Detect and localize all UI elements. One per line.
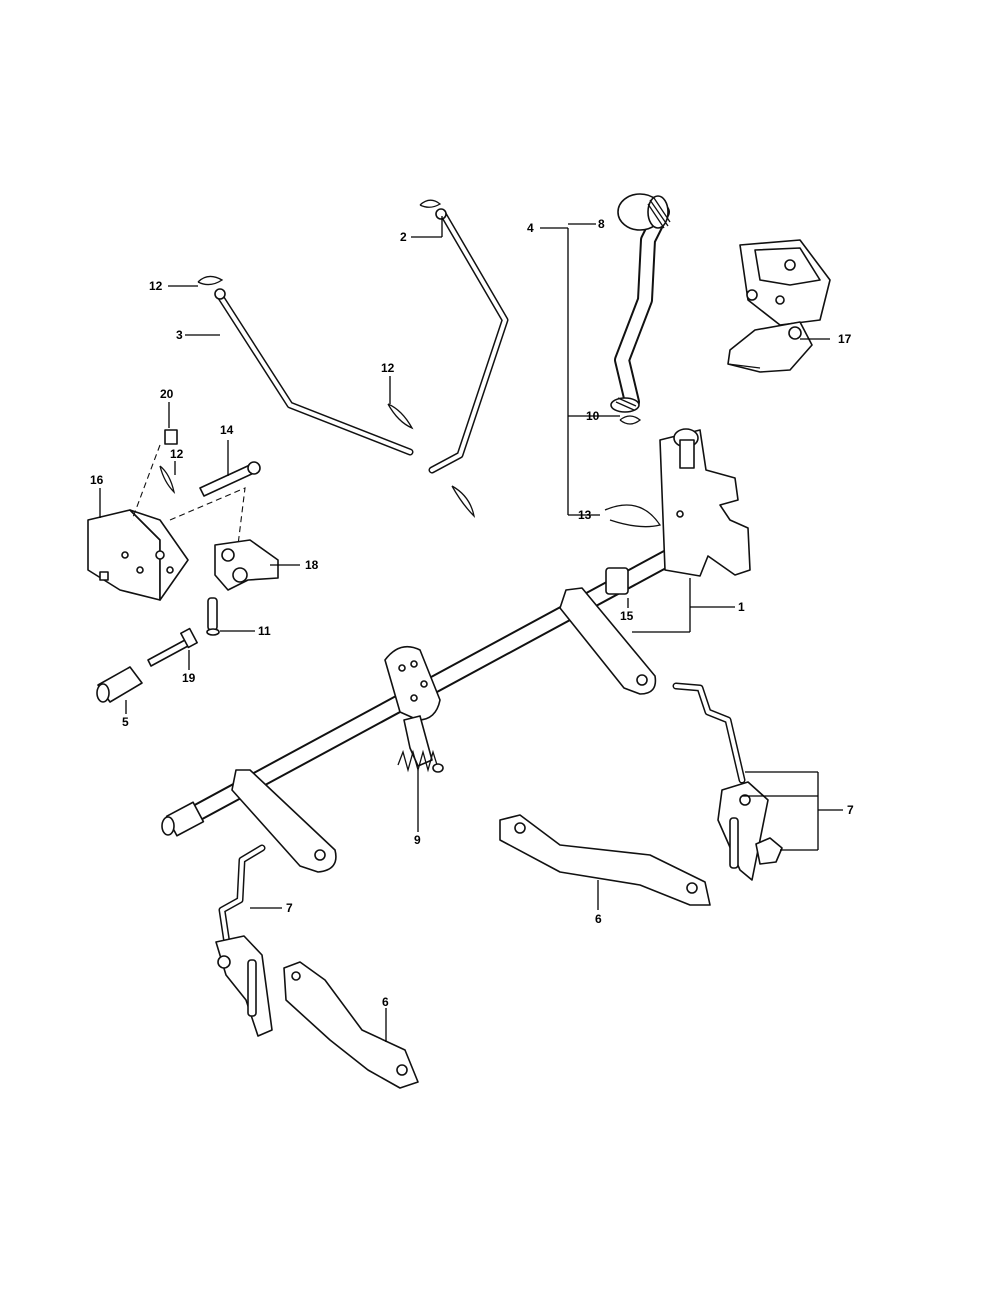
callout-3: 3 (176, 328, 183, 342)
callout-16: 16 (90, 473, 104, 487)
callout-11: 11 (258, 624, 271, 638)
callout-17: 17 (838, 332, 852, 346)
callout-15: 15 (620, 609, 634, 623)
bracket-16 (87, 429, 246, 601)
callout-18: 18 (305, 558, 319, 572)
callout-6-left: 6 (382, 995, 389, 1009)
pin-14 (199, 461, 261, 497)
callout-labels: 1 2 3 4 5 6 6 7 7 8 9 10 11 12 12 12 13 … (90, 217, 854, 1009)
rod-2 (419, 199, 509, 518)
callout-4: 4 (527, 221, 534, 235)
callout-19: 19 (182, 671, 196, 685)
callout-2: 2 (400, 230, 407, 244)
callout-10: 10 (586, 409, 600, 423)
callout-14: 14 (220, 423, 234, 437)
link-6-left (283, 961, 419, 1089)
callout-7-right: 7 (847, 803, 854, 817)
callout-12-top-left: 12 (149, 279, 163, 293)
callout-1: 1 (738, 600, 745, 614)
lift-link-7-left (215, 844, 273, 1037)
pin-11 (206, 597, 220, 636)
callout-5: 5 (122, 715, 129, 729)
bracket-17 (727, 239, 831, 373)
lift-handle-assembly (604, 193, 671, 528)
callout-7-left: 7 (286, 901, 293, 915)
callout-6-right: 6 (595, 912, 602, 926)
callout-20: 20 (160, 387, 174, 401)
callout-9: 9 (414, 833, 421, 847)
bracket-18 (214, 539, 279, 591)
callout-12-bracket: 12 (170, 447, 184, 461)
bolt-19-spacer-5 (96, 627, 198, 703)
callout-12-center: 12 (381, 361, 395, 375)
link-6-right (499, 814, 711, 906)
lift-shaft (161, 428, 751, 873)
rod-3 (197, 275, 414, 456)
leader-lines (99, 216, 843, 1042)
callout-13: 13 (578, 508, 592, 522)
lift-link-7-right (672, 682, 783, 881)
callout-8: 8 (598, 217, 605, 231)
